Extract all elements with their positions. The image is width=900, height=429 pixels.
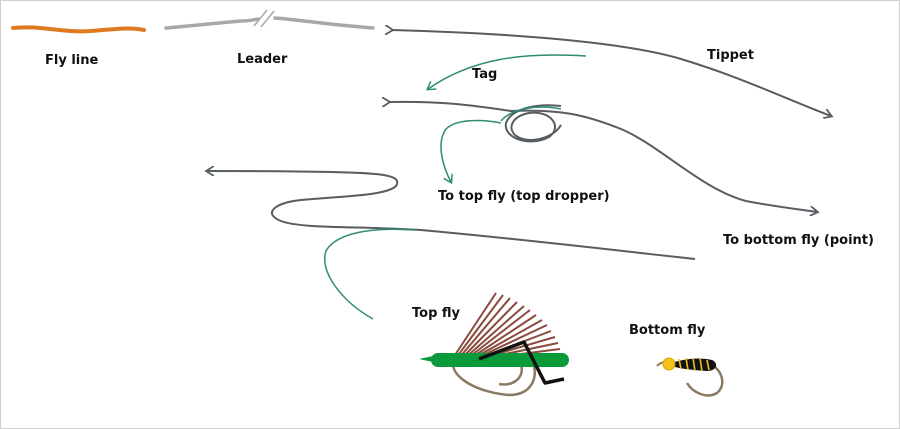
to-bottom-fly-label: To bottom fly (point) bbox=[723, 234, 874, 247]
fly-line-label: Fly line bbox=[45, 54, 98, 67]
top-fly-label: Top fly bbox=[412, 307, 460, 320]
tippet-label: Tippet bbox=[707, 49, 754, 62]
bottom-fly-label: Bottom fly bbox=[629, 324, 705, 337]
tag-label: Tag bbox=[472, 68, 497, 81]
to-top-fly-label: To top fly (top dropper) bbox=[438, 190, 610, 203]
tag-arrow bbox=[428, 55, 586, 89]
bottom-tippet-line bbox=[207, 171, 695, 259]
bottom-fly-image bbox=[657, 358, 722, 395]
fly-line-segment bbox=[13, 27, 144, 31]
bottom-tag-line bbox=[325, 229, 415, 319]
leader-segment bbox=[166, 10, 373, 28]
leader-label: Leader bbox=[237, 53, 287, 66]
